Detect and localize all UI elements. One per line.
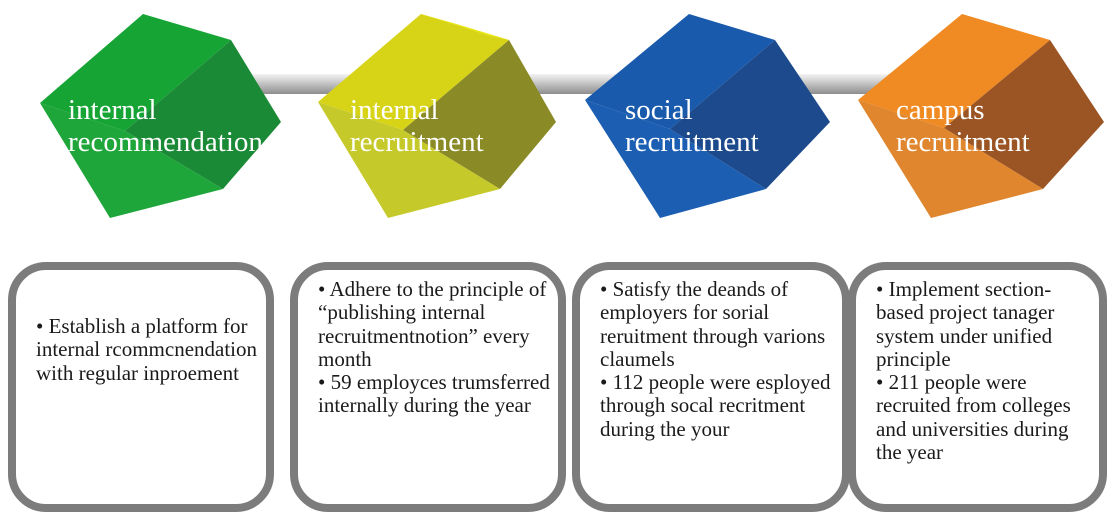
card-bullet: • Satisfy the deands of employers for so… <box>600 277 826 371</box>
stage-cubes-diagram <box>40 14 1104 218</box>
card-bullet: • 112 people were esployed through socal… <box>600 370 831 441</box>
stage-title-internal-recruitment: internal recruitment <box>350 94 484 158</box>
card-bullet: • Adhere to the principle of “publishing… <box>318 277 547 371</box>
description-card-internal-recruitment: • Adhere to the principle of “publishing… <box>290 262 566 512</box>
stage-title-internal-recommendation: internal recommendation <box>68 94 263 158</box>
card-text: • Adhere to the principle of “publishing… <box>318 277 550 418</box>
card-bullet: • 59 employces trumsferred internally du… <box>318 370 550 418</box>
cube-social-recruitment <box>585 14 830 218</box>
description-card-internal-recommendation: • Establish a platform for internal rcom… <box>8 262 274 512</box>
card-bullet: • Implement section-based project tanage… <box>876 277 1055 371</box>
card-bullet: • 211 people were recruited from college… <box>876 370 1071 465</box>
card-text: • Establish a platform for internal rcom… <box>36 314 258 385</box>
cube-internal-recruitment <box>318 14 556 218</box>
stage-title-social-recruitment: social recruitment <box>625 94 759 158</box>
description-card-campus-recruitment: • Implement section-based project tanage… <box>848 262 1107 512</box>
card-bullet: • Establish a platform for internal rcom… <box>36 314 258 385</box>
stage-title-campus-recruitment: campus recruitment <box>896 94 1030 158</box>
cube-campus-recruitment <box>858 14 1104 218</box>
card-text: • Satisfy the deands of employers for so… <box>600 277 834 441</box>
card-text: • Implement section-based project tanage… <box>876 277 1091 465</box>
description-card-social-recruitment: • Satisfy the deands of employers for so… <box>572 262 850 512</box>
cube-internal-recommendation <box>40 14 281 218</box>
